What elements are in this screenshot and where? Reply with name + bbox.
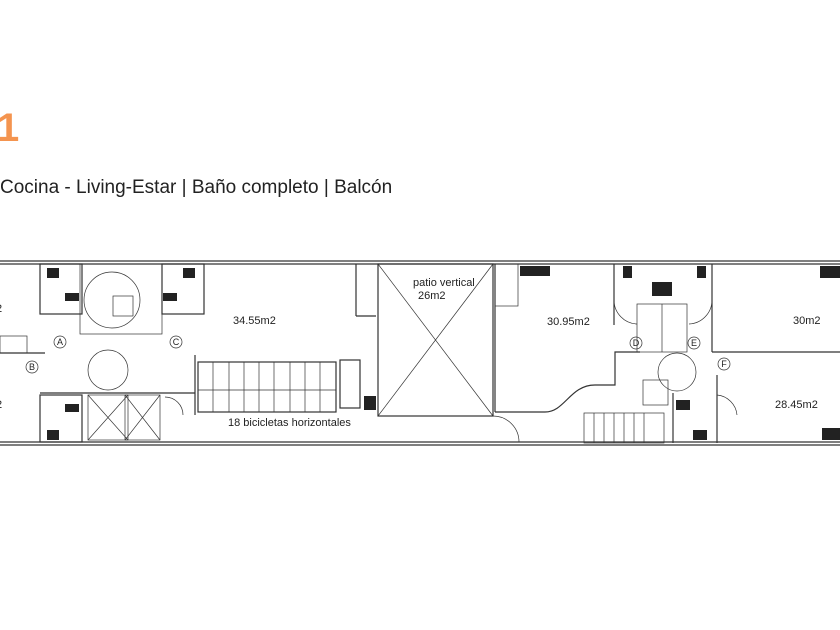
patio-name: patio vertical <box>413 277 475 289</box>
door-marker-c <box>169 335 183 349</box>
door-marker-e <box>687 336 701 350</box>
door-markers: A B C D E F <box>25 335 731 374</box>
unit-description: Cocina - Living-Estar | Baño completo | … <box>0 177 393 198</box>
bike-parking-area <box>197 359 376 413</box>
door-marker-a <box>53 335 67 349</box>
room-area-left-top: 2 <box>0 303 2 315</box>
room-area-unit-f: 28.45m2 <box>775 399 818 411</box>
door-letter-c: C <box>173 337 180 347</box>
door-letter-a: A <box>57 337 63 347</box>
door-letter-d: D <box>633 338 640 348</box>
room-area-unit-c: 34.55m2 <box>233 315 276 327</box>
door-marker-d <box>629 336 643 350</box>
room-area-unit-e: 30m2 <box>793 315 821 327</box>
door-letter-e: E <box>691 338 697 348</box>
room-area-unit-d: 30.95m2 <box>547 316 590 328</box>
patio-area: 26m2 <box>418 290 446 302</box>
left-core <box>0 263 205 443</box>
door-letter-b: B <box>29 362 35 372</box>
unit-number: 1 <box>0 106 20 150</box>
door-marker-f <box>717 357 731 371</box>
room-area-left-bottom: 2 <box>0 399 2 411</box>
door-letter-f: F <box>721 359 727 369</box>
right-units <box>494 263 840 444</box>
door-marker-b <box>25 360 39 374</box>
bike-parking-label: 18 bicicletas horizontales <box>228 417 351 429</box>
patio-void <box>377 263 520 443</box>
